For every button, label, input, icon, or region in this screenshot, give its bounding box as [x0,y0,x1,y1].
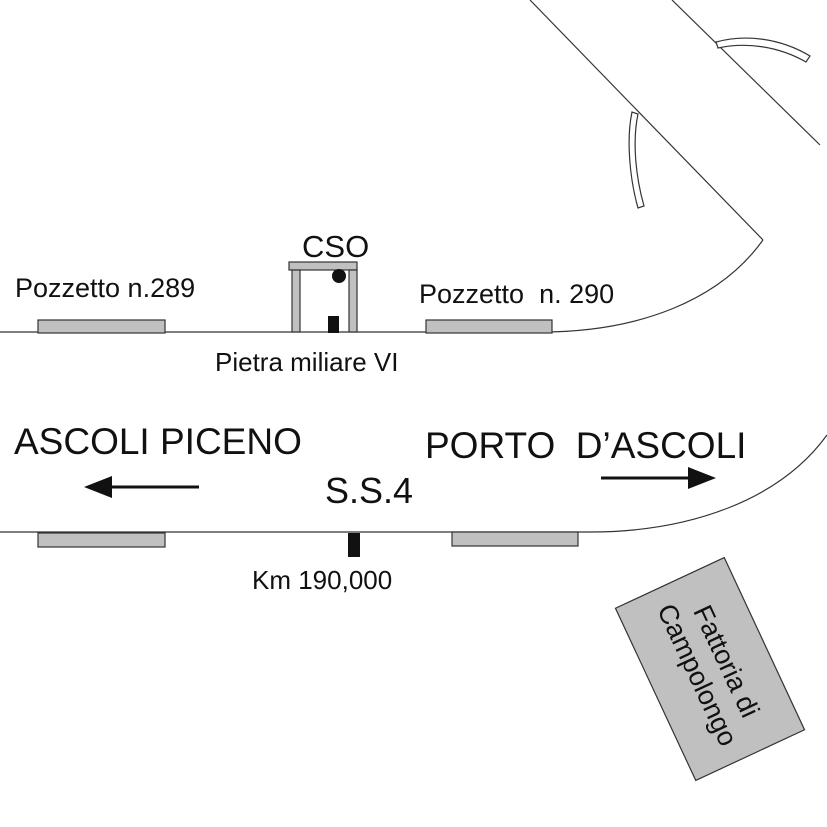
curb-left [628,111,645,209]
pietra-miliare-label: Pietra miliare VI [215,347,399,377]
fattoria-campolongo-building: Fattoria di Campolongo [614,556,806,782]
cso-left-post [291,269,301,333]
cso-roof [288,261,358,271]
cso-dot-icon [332,269,346,283]
pozzetto-289-label: Pozzetto n.289 [15,273,195,303]
km-marker [348,533,360,557]
road-name-label: S.S.4 [325,470,413,511]
km-marker-label: Km 190,000 [252,565,392,595]
curb-top [715,37,811,63]
porto-dascoli-label: PORTO D’ASCOLI [425,425,746,466]
cso-right-post [348,269,358,333]
ascoli-piceno-label: ASCOLI PICENO [14,421,302,462]
arrow-left-icon [84,476,199,498]
lower-left-slab [37,532,166,548]
diagonal-road-edge-outer [671,0,821,146]
pozzetto-289-slab [37,319,166,334]
upper-road-edge [0,239,764,333]
pozzetto-290-label: Pozzetto n. 290 [419,279,614,309]
arrow-right-icon [601,467,716,489]
lower-right-slab [451,531,579,547]
diagonal-road-edge-inner [529,0,764,241]
cso-label: CSO [302,229,369,264]
lower-road-edge [0,434,827,533]
cso-structure [288,261,358,333]
pozzetto-290-slab [425,319,553,334]
pietra-miliare-marker [328,316,339,333]
